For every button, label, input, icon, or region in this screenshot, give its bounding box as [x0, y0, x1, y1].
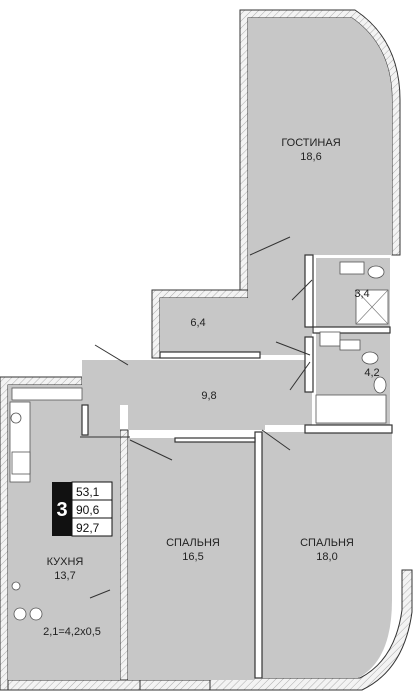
bath1-area: 3,4: [354, 288, 369, 300]
kitchen-area: 13,7: [54, 570, 75, 582]
doors: [80, 236, 313, 599]
appliance-icon-2: [29, 607, 43, 621]
room-living-fill: [248, 18, 392, 298]
rooms-count: 3: [56, 499, 67, 521]
boiler-icon: [11, 581, 21, 591]
corridor-area: 9,8: [201, 390, 216, 402]
kitchen-counter-icon: [11, 387, 83, 401]
fixtures: [9, 261, 389, 621]
living-room-name: ГОСТИНАЯ: [281, 137, 340, 149]
badge-dark-block: [52, 482, 72, 536]
kitchen-name: КУХНЯ: [47, 556, 84, 568]
stove-icon: [11, 451, 31, 475]
bedroom1-name: СПАЛЬНЯ: [166, 537, 220, 549]
room-bedroom2-fill: [262, 432, 392, 678]
toilet-icon-2: [361, 351, 379, 365]
bedroom2-name: СПАЛЬНЯ: [300, 537, 354, 549]
hall-area: 6,4: [190, 317, 205, 329]
total-area-value: 90,6: [76, 503, 100, 517]
living-room-area: 18,6: [300, 151, 321, 163]
bedroom1-area: 16,5: [182, 551, 203, 563]
room-corridor-fill: [82, 360, 312, 430]
appliance-icon: [13, 607, 27, 621]
interior-walls: [81, 254, 393, 679]
balcony-area: 2,1=4,2х0,5: [43, 626, 101, 638]
sink-icon: [339, 261, 365, 275]
total-with-balcony-value: 92,7: [76, 521, 100, 535]
bedroom2-area: 18,0: [316, 551, 337, 563]
kitchen-sink-icon: [10, 412, 22, 424]
bathtub-icon: [315, 394, 387, 424]
bidet-icon: [373, 376, 387, 394]
bath2-area: 4,2: [364, 367, 379, 379]
washing-machine-icon: [319, 331, 341, 347]
room-hall-fill: [160, 298, 312, 355]
living-area-value: 53,1: [76, 485, 100, 499]
area-badge: 3 53,1 90,6 92,7: [52, 481, 113, 537]
room-bedroom1-fill: [128, 438, 255, 680]
sink-icon-2: [339, 339, 361, 351]
toilet-icon: [367, 265, 385, 279]
room-labels: ГОСТИНАЯ 18,6 6,4 9,8 3,4 4,2 КУХНЯ 13,7…: [43, 137, 380, 638]
